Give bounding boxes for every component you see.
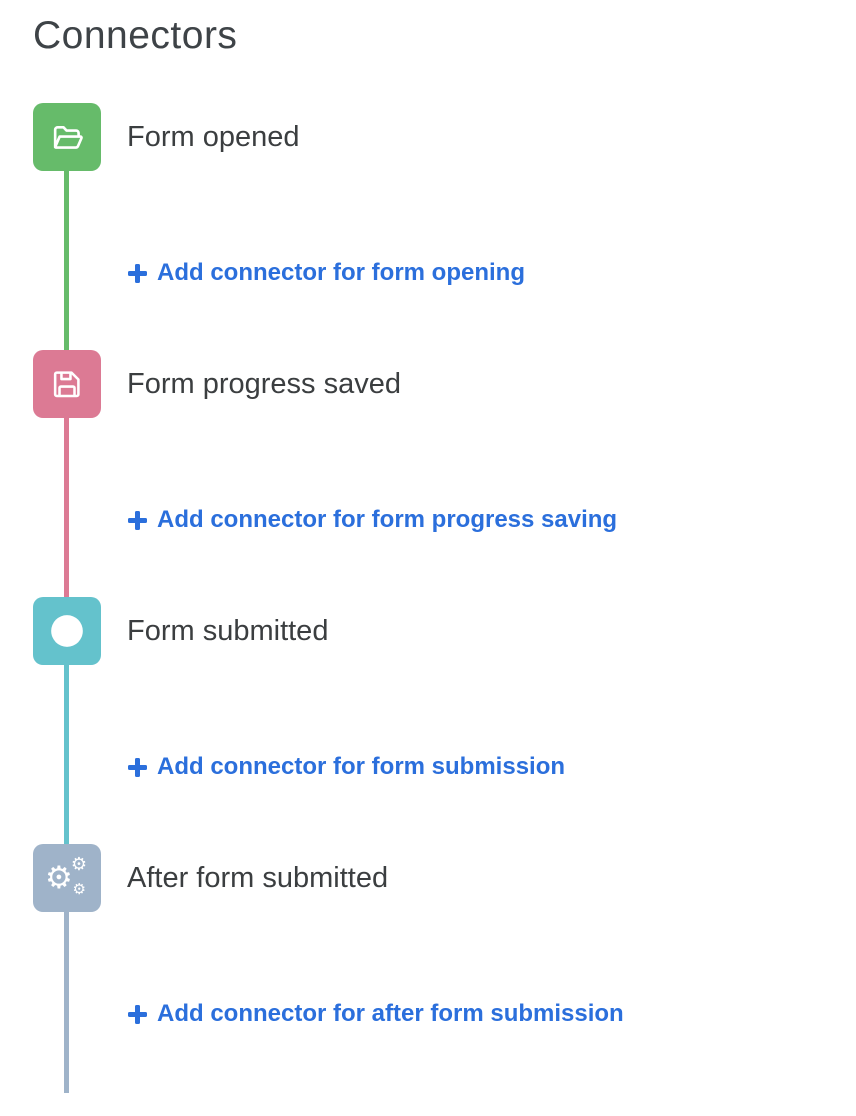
add-connector-after-form-submission-link[interactable]: Add connector for after form submission [128,1000,624,1028]
page-title: Connectors [33,14,238,57]
add-connector-row: Add connector for form submission [128,753,856,782]
event-row-after-form-submitted: ⚙ ⚙ ⚙ After form submitted [33,844,856,912]
event-label: Form opened [127,120,300,153]
event-block-form-submitted: Form submitted Add connector for form su… [33,597,856,879]
event-block-form-progress-saved: Form progress saved Add connector for fo… [33,350,856,632]
event-label: Form progress saved [127,367,401,400]
add-connector-row: Add connector for after form submission [128,1000,856,1029]
event-row-form-opened: Form opened [33,103,856,171]
timeline-connector-line [64,878,69,1093]
add-connector-link-label: Add connector for after form submission [157,1000,624,1027]
add-connector-form-submission-link[interactable]: Add connector for form submission [128,753,565,781]
gear-icon: ⚙ [70,854,87,875]
add-connector-row: Add connector for form opening [128,259,856,288]
save-icon [33,350,101,418]
add-connector-row: Add connector for form progress saving [128,506,856,535]
event-row-form-progress-saved: Form progress saved [33,350,856,418]
add-connector-link-label: Add connector for form submission [157,753,566,780]
timeline-connector-line [64,384,69,632]
plus-icon [128,1004,147,1024]
plus-icon [128,757,147,777]
connectors-timeline: Form opened Add connector for form openi… [33,103,856,1111]
gear-icon: ⚙ [72,880,86,898]
gear-icon: ⚙ [45,860,73,896]
event-block-form-opened: Form opened Add connector for form openi… [33,103,856,385]
event-block-after-form-submitted: ⚙ ⚙ ⚙ After form submitted Add connector… [33,844,856,1111]
check-circle-icon [33,597,101,665]
folder-open-icon [33,103,101,171]
add-connector-form-opening-link[interactable]: Add connector for form opening [128,259,525,287]
add-connector-link-label: Add connector for form progress saving [157,506,618,533]
add-connector-link-label: Add connector for form opening [157,259,525,286]
event-label: After form submitted [127,861,389,894]
add-connector-form-progress-saving-link[interactable]: Add connector for form progress saving [128,506,617,534]
plus-icon [128,263,147,283]
event-label: Form submitted [127,614,329,647]
timeline-connector-line [64,137,69,385]
event-row-form-submitted: Form submitted [33,597,856,665]
timeline-connector-line [64,631,69,879]
plus-icon [128,510,147,530]
cogs-icon: ⚙ ⚙ ⚙ [33,844,101,912]
